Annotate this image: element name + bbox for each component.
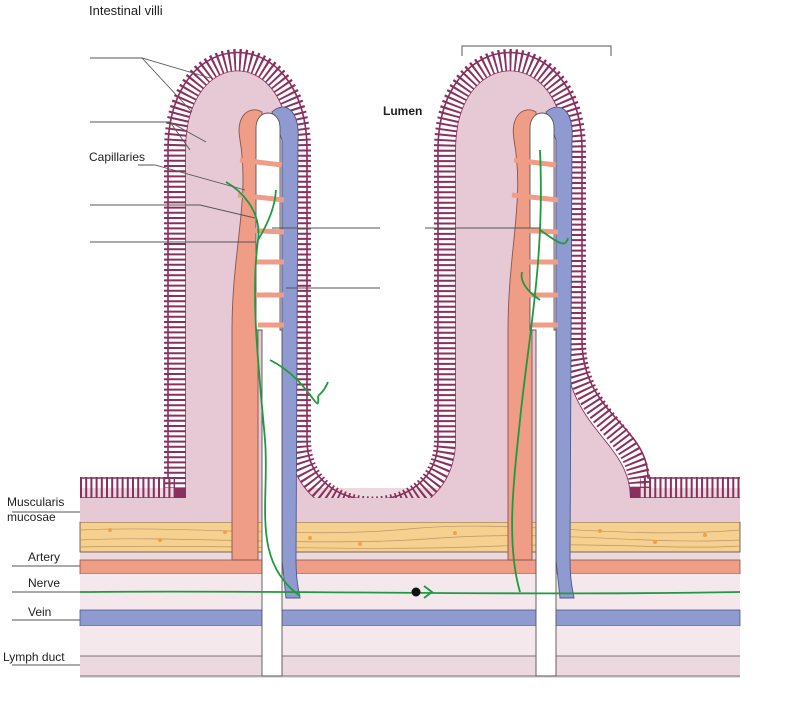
right-vein [545,106,575,599]
nerve-ending-marker [423,585,434,599]
nerve-main [79,590,741,595]
right-capillary-loops [511,157,559,328]
villus-epithelium [80,49,740,520]
artery-band [79,559,741,575]
leader-lines [12,57,540,666]
leader-capillaries [138,164,246,191]
epithelium-outline [80,51,740,501]
villus-bracket [461,45,612,56]
nerves [79,149,741,597]
muscularis-fibers [79,525,741,549]
leader-1 [90,57,211,113]
label-nerve: Nerve [28,576,61,590]
left-villus-vessels [231,106,301,677]
right-lacteal [529,112,557,677]
label-capillaries: Capillaries [89,150,146,164]
label-vein: Vein [28,605,52,619]
lumen-label: Lumen [383,104,423,118]
nerve-right-branch [511,149,542,593]
nerve-right-twig [520,229,569,301]
nerve-left-branch [225,181,301,597]
nerve-left-twig [257,189,329,405]
nerve-ganglion [411,587,421,597]
diagram-title: Intestinal villi [89,3,163,18]
vein-band [79,609,741,627]
label-artery: Artery [28,550,61,564]
left-vein [271,106,301,599]
leader-4 [90,204,256,219]
label-lymph-duct: Lymph duct [3,650,65,664]
lymph-layer-bg [80,626,740,656]
right-villus-vessels [507,106,575,677]
left-lacteal [255,112,283,677]
leader-2 [90,121,207,151]
label-muscularis-1: Muscularis [7,495,65,509]
label-muscularis-2: mucosae [7,510,56,524]
muscularis-band [79,521,741,553]
